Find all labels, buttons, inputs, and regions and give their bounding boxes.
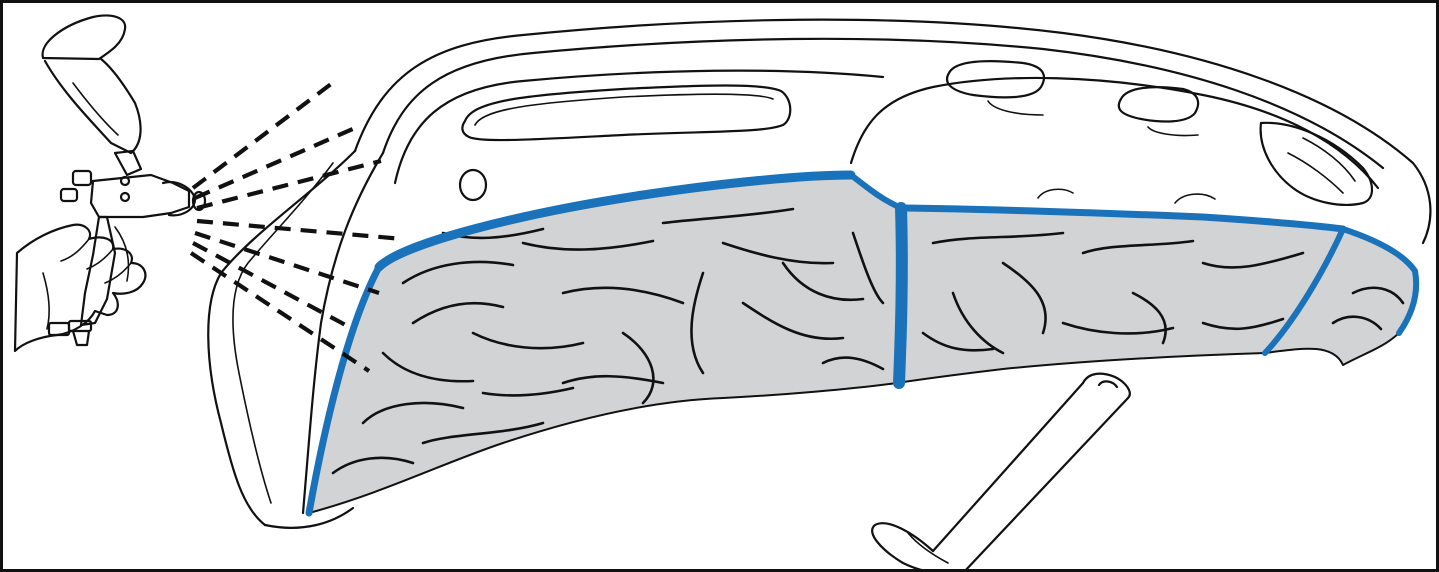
- masking-cover-left: [309, 175, 901, 513]
- tape-center-seam: [899, 208, 902, 383]
- bumper-masking-illustration: [3, 3, 1439, 572]
- spray-gun-icon: [43, 16, 205, 346]
- bumper-stand: [872, 374, 1130, 572]
